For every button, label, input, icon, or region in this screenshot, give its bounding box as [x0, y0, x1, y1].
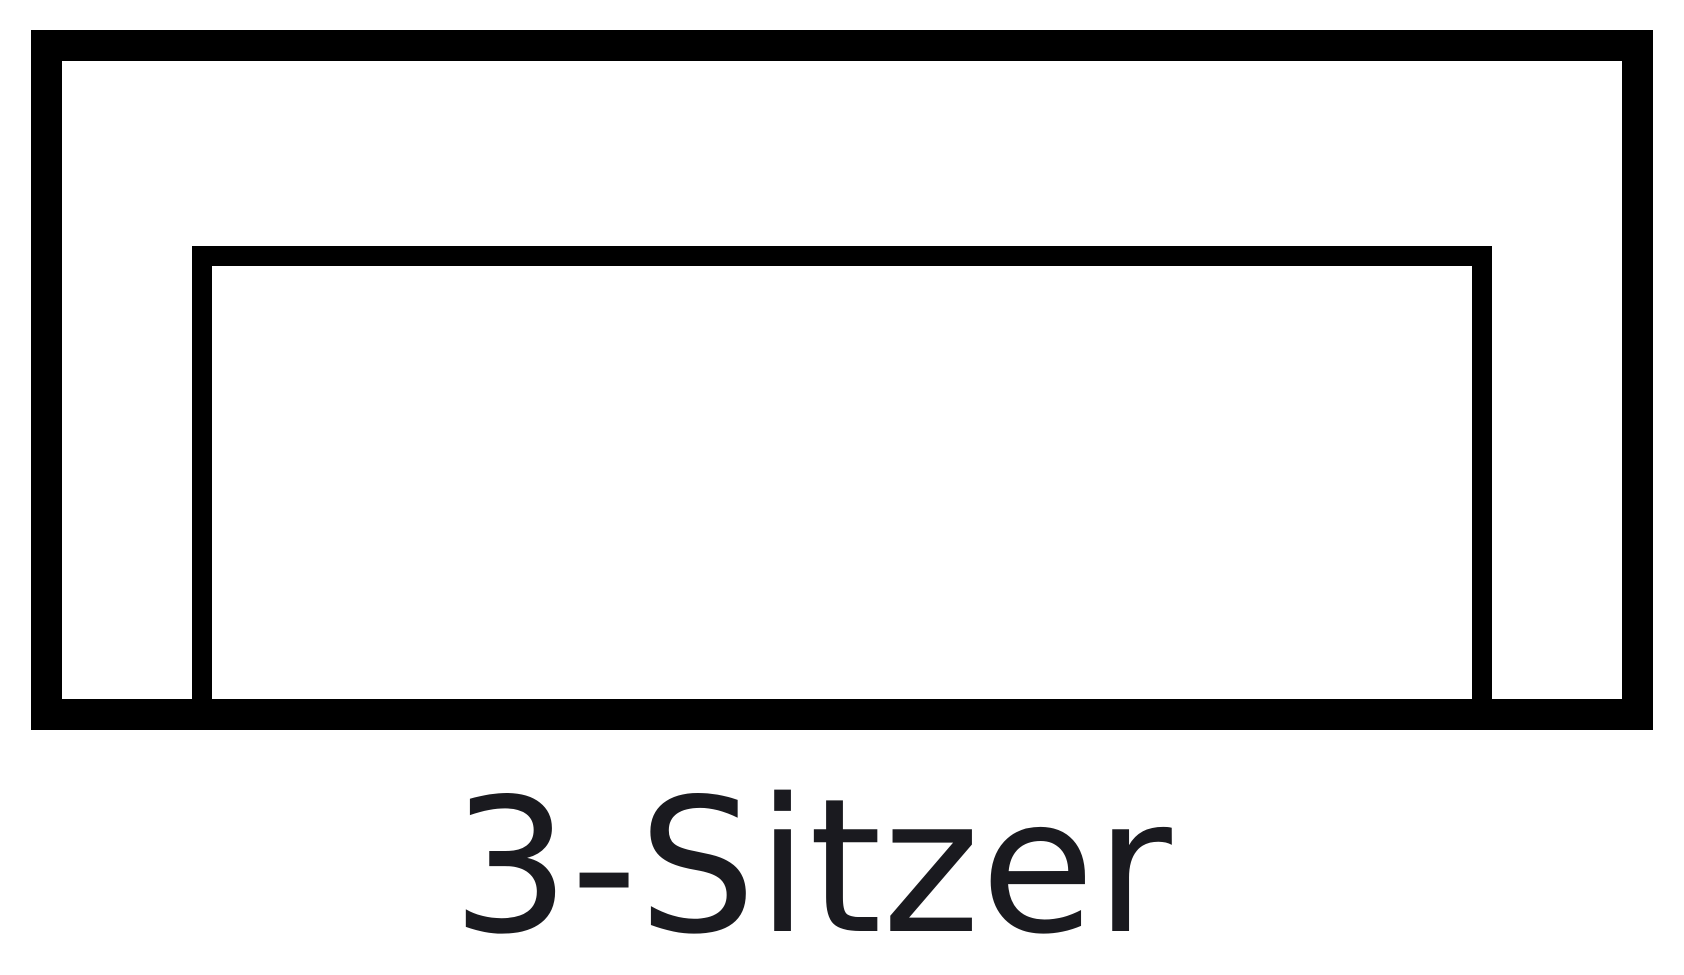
sofa-outline-icon	[31, 30, 1653, 730]
sofa-outer-frame-shape	[31, 30, 1653, 730]
sofa-pictogram	[31, 30, 1653, 730]
sofa-size-label: 3-Sitzer	[451, 758, 1173, 975]
caption-area: 3-Sitzer	[0, 760, 1684, 960]
sofa-inner-seat-shape	[192, 246, 1492, 730]
